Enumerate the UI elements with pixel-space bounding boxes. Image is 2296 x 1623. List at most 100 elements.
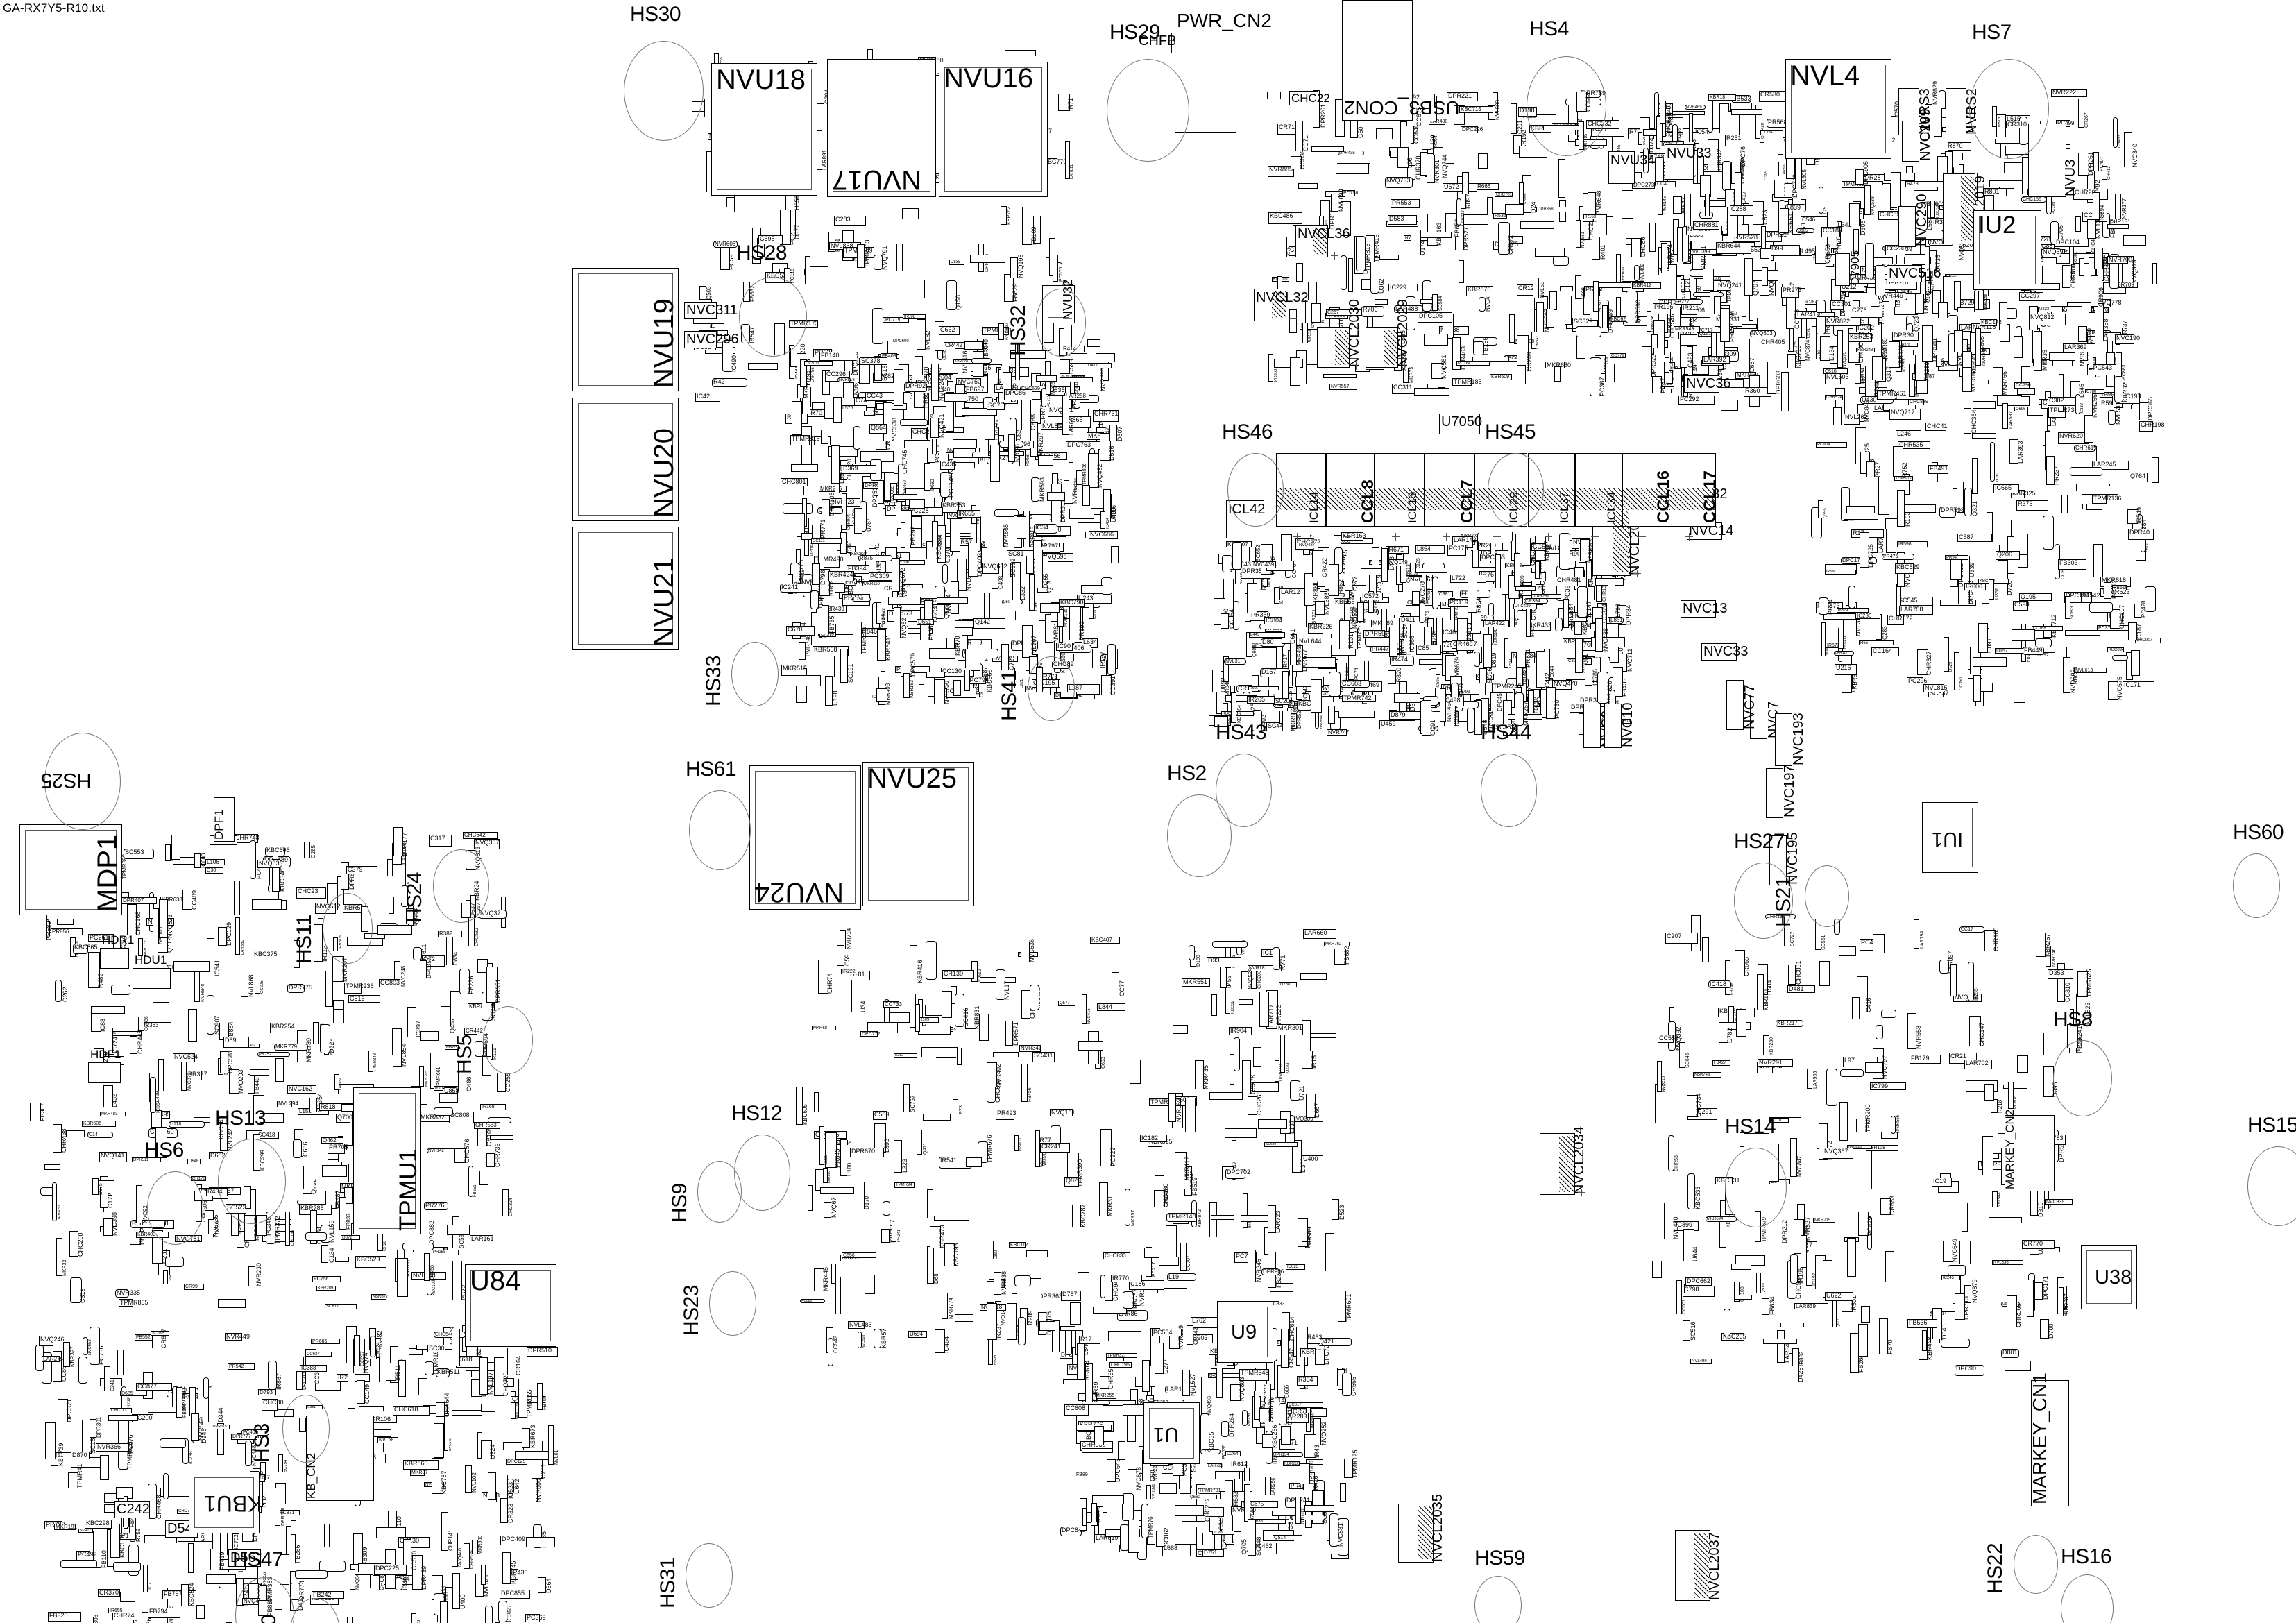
- silkscreen-part: [402, 1243, 434, 1250]
- silkscreen-part: IC236: [1855, 613, 1880, 619]
- silkscreen-part: Q355: [1818, 500, 1828, 518]
- part-designator: L332: [1020, 586, 1026, 600]
- silkscreen-part: CR394: [1524, 598, 1548, 604]
- silkscreen-part: CC255: [497, 1073, 511, 1092]
- part-designator: DPR40: [2129, 529, 2150, 536]
- silkscreen-part: NVL102: [465, 1465, 477, 1493]
- silkscreen-part: Q872: [341, 1235, 360, 1240]
- silkscreen-part: CHC324: [502, 1189, 513, 1216]
- part-designator: NVQ141: [101, 1153, 125, 1159]
- silkscreen-part: IR211: [1681, 305, 1699, 315]
- part-designator: CC40: [1657, 182, 1669, 187]
- part-designator: CHC734: [1696, 1093, 1702, 1117]
- part-designator: NVL68: [379, 1438, 393, 1443]
- silkscreen-part: [1596, 282, 1631, 288]
- part-designator: NVQ879: [1972, 1279, 1978, 1303]
- silkscreen-part: [944, 393, 967, 402]
- part-designator: NVR742: [882, 608, 886, 624]
- silkscreen-part: KBR243: [1856, 348, 1875, 352]
- silkscreen-part: [1749, 293, 1753, 321]
- silkscreen-part: D646: [187, 1159, 201, 1164]
- part-designator: KBC523: [357, 1257, 380, 1263]
- silkscreen-part: IC589: [1580, 539, 1595, 561]
- silkscreen-part: [1973, 401, 1996, 409]
- silkscreen-part: MKR766: [1993, 367, 2008, 396]
- silkscreen-part: [821, 430, 828, 444]
- silkscreen-part: [783, 503, 813, 514]
- silkscreen-part: LAR422: [1483, 620, 1509, 627]
- part-designator: NVQ252: [1321, 1421, 1327, 1445]
- part-designator: FB70: [1887, 1339, 1894, 1354]
- part-designator: Q317: [1886, 366, 1892, 382]
- silkscreen-part: CHC41: [1925, 423, 1948, 431]
- silkscreen-part: LAR161: [470, 1235, 494, 1243]
- silkscreen-part: MKR445: [814, 1267, 829, 1291]
- part-designator: KBR64: [1085, 1360, 1091, 1380]
- silkscreen-part: U817: [143, 1565, 153, 1592]
- silkscreen-part: CR542: [1281, 1329, 1295, 1368]
- part-designator: PC20: [790, 229, 796, 245]
- silkscreen-part: [325, 971, 333, 1007]
- silkscreen-part: MKR774: [942, 1293, 954, 1319]
- silkscreen-part: [1096, 353, 1115, 362]
- silkscreen-part: DPR613: [1014, 1135, 1023, 1151]
- part-designator: IR606: [1966, 584, 1982, 590]
- part-designator: MKR789: [306, 1038, 312, 1062]
- silkscreen-part: [950, 518, 960, 552]
- part-designator: NVL536: [1993, 1261, 2009, 1265]
- silkscreen-part: C288: [1730, 205, 1753, 216]
- part-designator: MKR297: [1038, 432, 1044, 457]
- part-designator: KBR568: [814, 647, 837, 653]
- part-designator: CHC203: [1257, 970, 1262, 989]
- part-designator: NVC874: [1805, 340, 1811, 361]
- silkscreen-part: [1040, 603, 1060, 613]
- part-designator: PR292: [910, 526, 917, 545]
- silkscreen-part: CHR445: [130, 1030, 144, 1054]
- silkscreen-part: [1247, 583, 1257, 613]
- silkscreen-part: DPC409: [500, 1536, 525, 1545]
- silkscreen-part: PC814: [940, 472, 955, 498]
- part-designator: DPR212: [1782, 1220, 1788, 1243]
- part-designator: R875: [860, 556, 873, 561]
- silkscreen-part: CC182: [1821, 227, 1842, 237]
- silkscreen-part: CHR459: [898, 464, 908, 496]
- part-designator: C891: [1987, 638, 1993, 653]
- silkscreen-part: KBC533: [1687, 1173, 1701, 1209]
- silkscreen-part: IC595: [1431, 668, 1440, 688]
- silkscreen-part: NVQ603: [1750, 330, 1776, 337]
- silkscreen-part: U526: [1638, 132, 1647, 145]
- part-designator: MKR110: [864, 582, 880, 586]
- silkscreen-part: NVQ623: [165, 842, 176, 861]
- silkscreen-part: L844: [1097, 1003, 1125, 1011]
- part-designator: PC75: [1287, 247, 1291, 257]
- part-designator: CHR405: [1761, 339, 1785, 346]
- part-designator: TPMR461: [1878, 391, 1907, 397]
- silkscreen-part: [1447, 148, 1454, 164]
- silkscreen-part: TPMR379: [210, 1425, 230, 1429]
- part-designator: CC301: [1832, 301, 1851, 307]
- part-designator: TPMR490: [815, 556, 844, 563]
- part-designator: R251: [1726, 135, 1742, 142]
- part-designator: DPR520: [1297, 708, 1302, 729]
- part-designator: D306: [1860, 220, 1866, 235]
- silkscreen-part: [979, 1014, 989, 1041]
- silkscreen-part: IR770: [1111, 1275, 1142, 1282]
- part-designator: LAR256: [1271, 1478, 1276, 1495]
- silkscreen-part: SC195: [151, 1331, 169, 1336]
- part-designator: L166: [1035, 602, 1039, 611]
- silkscreen-part: DPC655: [1302, 1218, 1311, 1242]
- silkscreen-part: NVR747: [1327, 729, 1349, 736]
- silkscreen-part: [853, 426, 860, 450]
- silkscreen-part: CC608: [1064, 1404, 1089, 1416]
- part-designator: LAR702: [1966, 1060, 1989, 1067]
- silkscreen-part: R163: [1897, 490, 1911, 527]
- part-designator: DPC86: [1005, 390, 1026, 396]
- part-designator: L389: [994, 1250, 998, 1259]
- part-designator: PC105: [2052, 202, 2056, 214]
- silkscreen-part: [398, 865, 402, 903]
- silkscreen-part: [1474, 652, 1480, 667]
- silkscreen-part: CC77: [1112, 972, 1125, 996]
- silkscreen-part: DPR543: [1647, 311, 1655, 332]
- silkscreen-part: LAR392: [1702, 356, 1730, 364]
